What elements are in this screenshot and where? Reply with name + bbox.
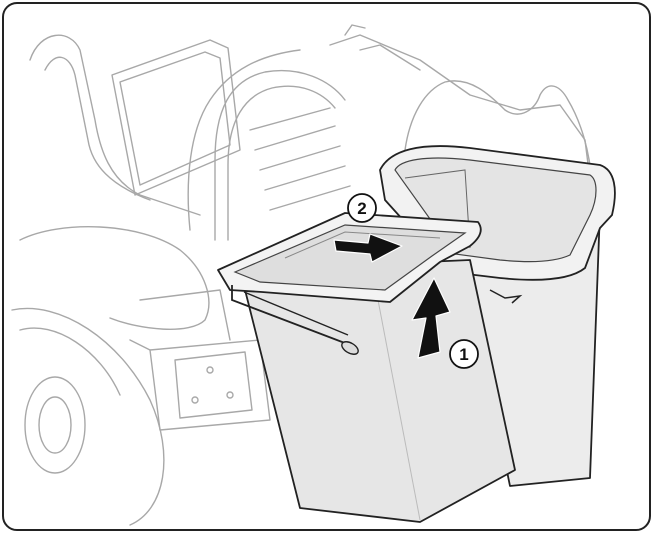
callout-1-label: 1	[459, 345, 468, 364]
callout-2-label: 2	[357, 199, 366, 218]
callout-2: 2	[348, 194, 376, 222]
callout-1: 1	[450, 340, 478, 368]
